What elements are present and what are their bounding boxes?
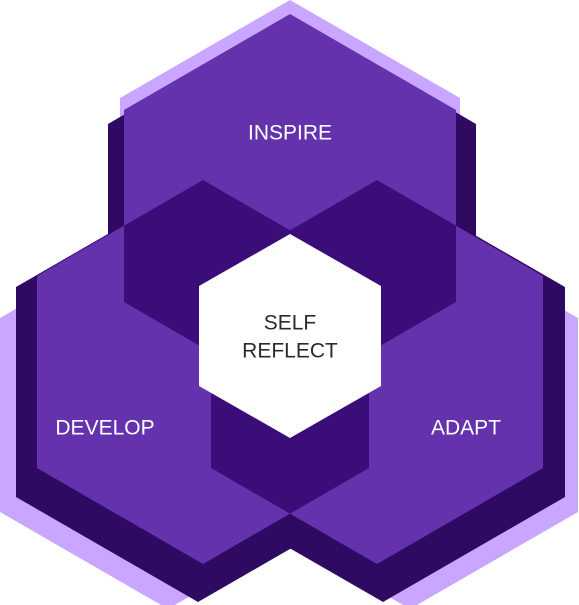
reflect-label: REFLECT (242, 340, 338, 363)
adapt-label: ADAPT (431, 417, 501, 440)
develop-label: DEVELOP (55, 417, 154, 440)
inspire-label: INSPIRE (248, 122, 332, 145)
center-hexagon (199, 234, 381, 438)
self-label: SELF (264, 312, 317, 335)
